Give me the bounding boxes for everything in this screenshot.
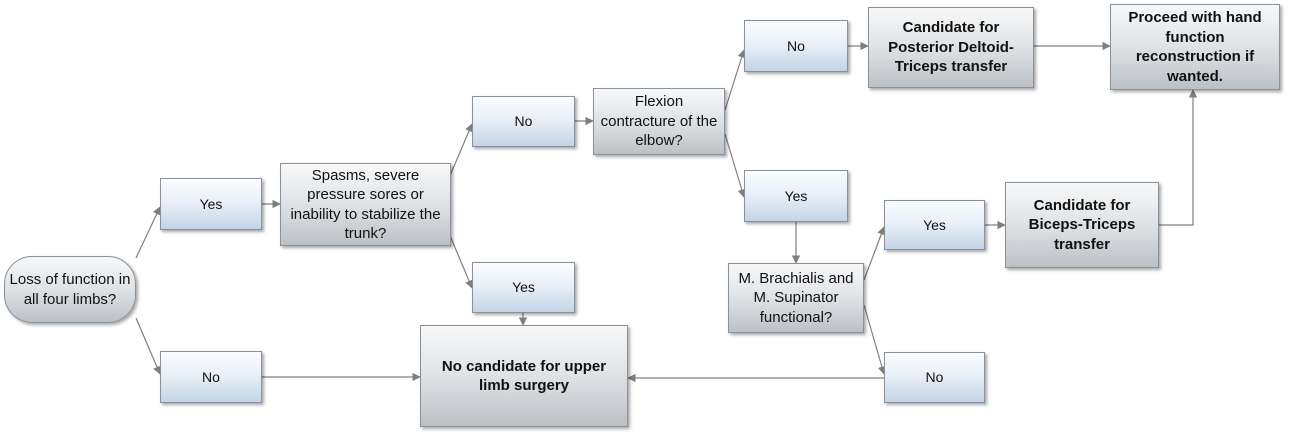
posterior-deltoid-node: Candidate for Posterior Deltoid-Triceps … — [868, 7, 1034, 88]
edge-loss-to-no — [135, 317, 161, 375]
edge-brachialis-to-no — [863, 304, 886, 375]
edge-flexion-to-no — [724, 49, 746, 111]
yes-answer-4: Yes — [884, 200, 985, 250]
edge-biceps-to-hand — [1159, 89, 1198, 226]
no-answer-4: No — [884, 352, 985, 403]
yes-answer-1: Yes — [160, 178, 262, 230]
yes-answer-2: Yes — [472, 262, 575, 313]
no-answer-3: No — [744, 20, 848, 72]
biceps-triceps-node: Candidate for Biceps-Triceps transfer — [1005, 182, 1159, 268]
spasms-question-node: Spasms, severe pressure sores or inabili… — [280, 163, 451, 246]
hand-function-node: Proceed with hand function reconstructio… — [1110, 4, 1280, 90]
brachialis-question-node: M. Brachialis and M. Supinator functiona… — [728, 263, 864, 333]
no-answer-2: No — [472, 96, 575, 147]
edge-flexion-to-yes — [724, 133, 746, 198]
no-candidate-node: No candidate for upper limb surgery — [420, 325, 628, 427]
edge-brachialis-to-yes — [863, 226, 886, 281]
edge-loss-to-yes — [135, 206, 161, 259]
no-answer-1: No — [160, 351, 262, 403]
yes-answer-3: Yes — [744, 170, 848, 222]
flexion-question-node: Flexion contracture of the elbow? — [593, 88, 725, 155]
loss-of-function-node: Loss of function in all four limbs? — [4, 256, 136, 323]
